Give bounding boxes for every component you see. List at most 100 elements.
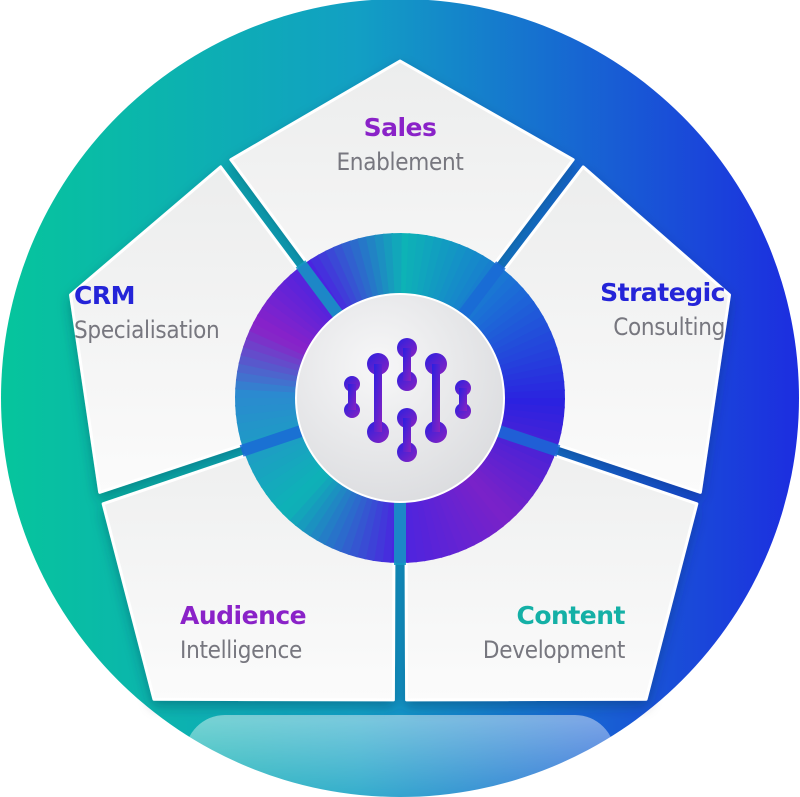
ring-segment: [243, 337, 304, 366]
ring-segment: [492, 440, 551, 475]
ring-segment: [372, 500, 390, 563]
ring-segment: [425, 496, 451, 558]
segment-strategic: Strategic Consulting: [545, 280, 725, 339]
ring-segment: [252, 444, 310, 481]
ring-segment: [500, 419, 562, 443]
ring-segment: [357, 236, 380, 298]
ring-segment: [270, 462, 323, 509]
ring-segment: [288, 474, 335, 527]
segment-sales: Sales Enablement: [305, 115, 495, 174]
ring-segment: [451, 485, 490, 542]
center-disc: [295, 293, 505, 503]
ring-segment: [477, 287, 530, 334]
ring-segment: [476, 463, 529, 510]
abstract-h-molecule-icon: [344, 338, 471, 462]
ring-segment: [256, 449, 313, 488]
segment-title: CRM: [74, 281, 135, 310]
ring-segment: [289, 268, 336, 321]
segment-title: Strategic: [600, 278, 725, 307]
segment-audience: Audience Intelligence: [180, 603, 380, 662]
ring-segment: [381, 501, 395, 563]
ring-segment: [483, 454, 539, 497]
ring-segment: [235, 379, 297, 393]
ring-segment: [498, 347, 560, 373]
ring-segment: [426, 238, 453, 300]
ring-segment: [271, 286, 324, 333]
ring-segment: [420, 498, 443, 560]
ring-segment: [261, 299, 317, 342]
ring-segment: [237, 362, 299, 382]
segment-subtitle: Specialisation: [74, 316, 220, 344]
ring-segment: [277, 280, 328, 329]
ring-segment: [409, 500, 426, 563]
ring-segment: [252, 314, 311, 351]
ring-segment: [316, 487, 353, 546]
ring-segment: [405, 233, 419, 295]
ring-segment: [400, 233, 411, 295]
ring-segment: [472, 467, 523, 516]
ring-segment: [442, 247, 477, 306]
ring-segment: [480, 459, 534, 504]
ring-segment: [257, 306, 314, 346]
ring-segment: [340, 240, 369, 301]
segment-content: Content Development: [430, 601, 626, 662]
ring-segment: [447, 250, 484, 309]
ring-segment: [494, 435, 555, 467]
ring-segment: [364, 499, 384, 561]
ring-segment: [500, 355, 562, 378]
ring-segment: [235, 407, 298, 424]
ring-segment: [339, 494, 368, 555]
bottom-reflection: [185, 715, 615, 797]
ring-divider: [496, 425, 561, 457]
ring-segment: [294, 478, 339, 532]
panel-sales: [229, 59, 575, 391]
center-ring: [235, 233, 565, 565]
ring-segment: [464, 475, 511, 528]
ring-segment: [503, 403, 565, 417]
ring-segment: [301, 481, 344, 537]
ring-segment: [276, 466, 327, 515]
ring-segment: [431, 495, 460, 556]
ring-segment: [469, 275, 518, 326]
ring-segment: [436, 493, 468, 553]
ring-segment: [308, 484, 348, 541]
ring-segment: [283, 274, 332, 325]
ring-segment: [480, 294, 535, 338]
ring-segment: [465, 269, 512, 322]
ring-segment: [441, 490, 475, 550]
segment-title: Sales: [363, 113, 437, 142]
ring-segment: [331, 492, 363, 553]
ring-segment: [365, 234, 385, 297]
ring-segment: [260, 453, 316, 495]
ring-segment: [503, 389, 565, 400]
ring-segment: [248, 439, 308, 473]
ring-divider: [239, 425, 304, 457]
ring-segment: [452, 255, 492, 312]
ring-segment: [501, 363, 564, 383]
segment-crm: CRM Specialisation: [74, 283, 274, 342]
ring-segment: [240, 345, 302, 372]
ring-segment: [374, 233, 391, 296]
ring-segment: [235, 396, 297, 407]
ring-segment: [410, 233, 428, 296]
ring-segment: [490, 315, 548, 352]
ring-segment: [492, 323, 552, 357]
segment-subtitle: Consulting: [613, 313, 725, 341]
ring-segment: [238, 353, 300, 377]
ring-segment: [421, 236, 445, 298]
segment-subtitle: Enablement: [336, 148, 464, 176]
ring-segment: [497, 338, 558, 367]
ring-segment: [489, 445, 548, 482]
ring-segment: [446, 488, 483, 546]
segment-title: Content: [516, 601, 626, 630]
ring-segment: [495, 330, 555, 362]
ring-segment: [391, 233, 402, 295]
ring-segment: [347, 496, 374, 558]
ring-segment: [502, 408, 565, 426]
ring-segment: [502, 372, 565, 389]
ring-segment: [317, 250, 354, 308]
ring-segment: [349, 238, 375, 300]
ring-segment: [266, 292, 320, 337]
ring-segment: [473, 281, 524, 330]
ring-segment: [332, 243, 364, 303]
